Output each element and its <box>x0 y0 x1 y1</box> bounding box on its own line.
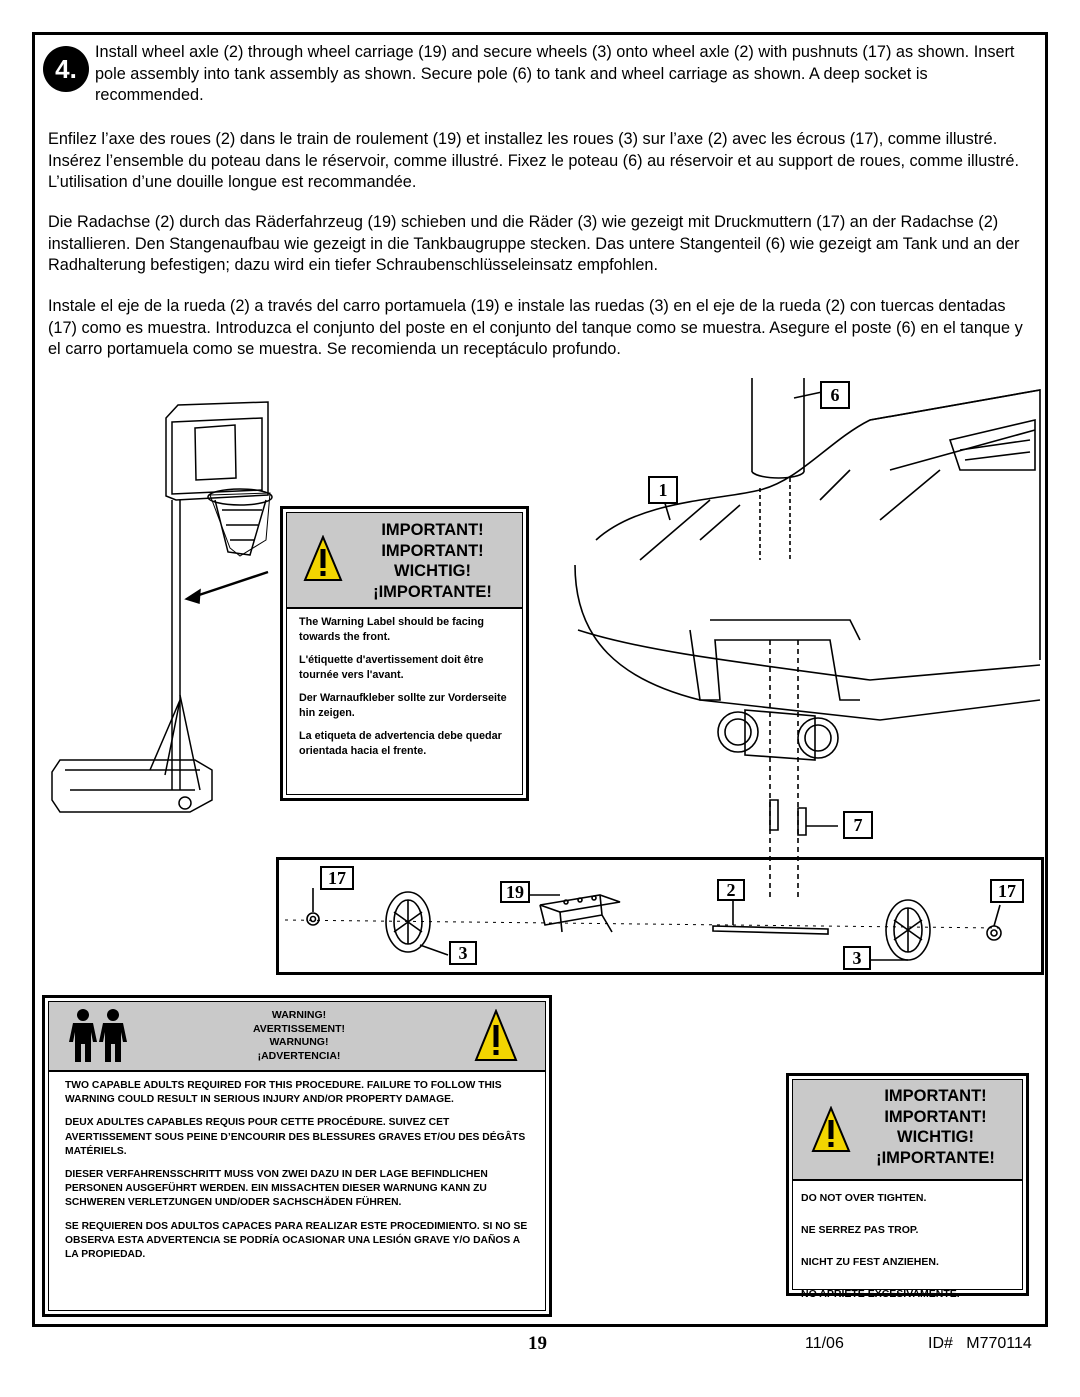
instructions-spanish: Instale el eje de la rueda (2) a través … <box>48 297 1023 358</box>
label-line-fr: L'étiquette d'avertissement doit être to… <box>299 654 484 681</box>
parts-panel <box>276 857 1044 975</box>
tighten-line-en: DO NOT OVER TIGHTEN. <box>801 1192 927 1204</box>
callout-pushnut-left: 17 <box>320 866 354 890</box>
tighten-line-es: NO APRIETE EXCESIVAMENTE. <box>801 1288 960 1300</box>
callout-wheel-right: 3 <box>843 946 871 970</box>
instructions-french: Enfilez l’axe des roues (2) dans le trai… <box>48 130 1019 191</box>
warning-triangle-icon <box>303 535 343 581</box>
warning-triangle-icon <box>474 1009 518 1061</box>
tighten-line-fr: NE SERREZ PAS TROP. <box>801 1224 919 1236</box>
callout-wheel-left: 3 <box>449 941 477 965</box>
document-id: ID# M770114 <box>928 1335 1032 1352</box>
adult-line-fr: DEUX ADULTES CAPABLES REQUIS POUR CETTE … <box>65 1117 526 1157</box>
heading-es: ¡IMPORTANTE! <box>373 582 492 601</box>
heading-de: WARNUNG! <box>269 1036 329 1048</box>
step-number-badge: 4. <box>43 46 89 92</box>
label-line-es: La etiqueta de advertencia debe quedar o… <box>299 730 502 757</box>
two-adults-warning: WARNING! AVERTISSEMENT! WARNUNG! ¡ADVERT… <box>42 995 552 1317</box>
page-number: 19 <box>528 1333 547 1354</box>
heading-fr: IMPORTANT! <box>884 1107 987 1126</box>
over-tighten-warning: IMPORTANT! IMPORTANT! WICHTIG! ¡IMPORTAN… <box>786 1073 1029 1300</box>
heading-en: IMPORTANT! <box>884 1087 987 1105</box>
adult-line-de: DIESER VERFAHRENSSCHRITT MUSS VON ZWEI D… <box>65 1169 488 1209</box>
callout-axle: 2 <box>717 879 745 901</box>
label-orientation-warning: IMPORTANT! IMPORTANT! WICHTIG! ¡IMPORTAN… <box>280 506 529 801</box>
adult-line-es: SE REQUIEREN DOS ADULTOS CAPACES PARA RE… <box>65 1220 528 1261</box>
tank-and-pole-drawing <box>574 378 1041 900</box>
heading-es: ¡IMPORTANTE! <box>876 1148 995 1167</box>
label-line-en: The Warning Label should be facing towar… <box>299 616 484 643</box>
heading-de: WICHTIG! <box>394 562 471 580</box>
parts-drawing <box>284 888 1002 961</box>
heading-es: ¡ADVERTENCIA! <box>257 1049 341 1062</box>
hoop-system-drawing <box>51 401 273 813</box>
callout-tank: 1 <box>648 476 678 504</box>
heading-fr: IMPORTANT! <box>381 541 484 560</box>
callout-carriage: 19 <box>500 881 530 903</box>
heading-de: WICHTIG! <box>897 1128 974 1146</box>
instructions-german: Die Radachse (2) durch das Räderfahrzeug… <box>48 213 1020 274</box>
revision-date: 11/06 <box>805 1335 844 1352</box>
callout-pole: 6 <box>820 381 850 409</box>
adult-line-en: TWO CAPABLE ADULTS REQUIRED FOR THIS PRO… <box>65 1080 502 1106</box>
warning-header: IMPORTANT! IMPORTANT! WICHTIG! ¡IMPORTAN… <box>793 1080 1022 1181</box>
label-line-de: Der Warnaufkleber sollte zur Vorderseite… <box>299 692 507 719</box>
tighten-line-de: NICHT ZU FEST ANZIEHEN. <box>801 1256 939 1268</box>
page-frame <box>32 32 1048 1327</box>
callout-pushnut-right: 17 <box>990 879 1024 903</box>
heading-fr: AVERTISSEMENT! <box>253 1022 345 1035</box>
heading-en: WARNING! <box>271 1009 327 1021</box>
warning-header: IMPORTANT! IMPORTANT! WICHTIG! ¡IMPORTAN… <box>287 513 522 609</box>
warning-triangle-icon <box>811 1106 851 1152</box>
warning-header: WARNING! AVERTISSEMENT! WARNUNG! ¡ADVERT… <box>49 1002 545 1072</box>
callout-bolt: 7 <box>843 811 873 839</box>
instructions-english: Install wheel axle (2) through wheel car… <box>95 43 1015 104</box>
two-people-icon <box>69 1009 127 1062</box>
heading-en: IMPORTANT! <box>381 521 484 539</box>
